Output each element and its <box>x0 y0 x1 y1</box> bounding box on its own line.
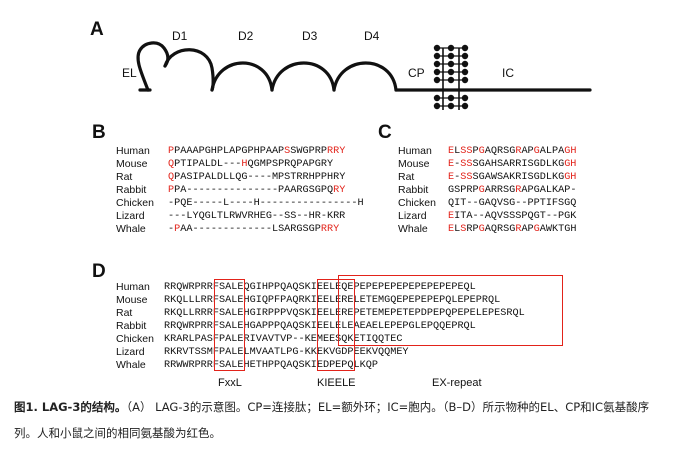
sequence-row: RRQWRPRRFSALEHGAPPPQAQSKIEELELEAEAELEPEP… <box>164 321 476 332</box>
sequence-row: KRARLPASFPALERIVAVTVP--KEMEESQKETIQQTEC <box>164 334 403 345</box>
caption-title: 图1. LAG-3的结构。 <box>14 400 127 414</box>
species-label: Whale <box>398 223 428 235</box>
species-label: Whale <box>116 359 146 371</box>
species-label: Human <box>116 145 150 157</box>
panel-d-letter: D <box>92 261 106 282</box>
species-label: Mouse <box>116 294 148 306</box>
species-label: Chicken <box>116 197 154 209</box>
sequence-row: QPASIPALDLLQG----MPSTRRHPPHRY <box>168 172 346 183</box>
sequence-row: RKRVTSSMFPALELMVAATLPG-KKEKVGDPEEKVQQMEY <box>164 347 409 358</box>
sequence-row: RRQWRPRRFSALEQGIHPPQAQSKIEELEQEPEPEPEPEP… <box>164 282 476 293</box>
sequence-row: RKQLLLRRFSALEHGIQPFPAQRKIEELERELETEMGQEP… <box>164 295 501 306</box>
sequence-row: E-SSSGAWSAKRISGDLKGGH <box>448 172 577 183</box>
sequence-row: PPA---------------PAARGSGPQRY <box>168 185 346 196</box>
lag3-schematic-diagram <box>136 41 592 110</box>
sequence-row: ---LYQGLTLRWVRHEG--SS--HR-KRR <box>168 211 346 222</box>
species-label: Lizard <box>398 210 427 222</box>
species-label: Rat <box>116 307 133 319</box>
species-label: Chicken <box>116 333 154 345</box>
species-label: Lizard <box>116 210 145 222</box>
panel-b-letter: B <box>92 122 106 143</box>
motif-label-exrepeat: EX-repeat <box>432 377 482 389</box>
species-label: Rabbit <box>398 184 429 196</box>
kieele-motif-box <box>317 279 355 371</box>
species-label: Rat <box>116 171 133 183</box>
sequence-row: RRWWRPRRFSALEHETHPPQAQSKIEDPEPQLKQP <box>164 360 378 371</box>
species-label: Whale <box>116 223 146 235</box>
fxxl-motif-box <box>214 279 245 371</box>
sequence-row: ELSSPGAQRSGRAPGALPAGH <box>448 146 577 157</box>
membrane-lipid-bilayer <box>442 48 460 110</box>
sequence-row: EITA--AQVSSSPQGT--PGK <box>448 211 577 222</box>
species-label: Human <box>398 145 432 157</box>
ex-repeat-box <box>338 275 563 346</box>
panel-a-letter: A <box>90 19 104 40</box>
species-label: Mouse <box>116 158 148 170</box>
motif-label-fxxl: FxxL <box>218 377 242 389</box>
label-d2: D2 <box>238 29 254 43</box>
species-label: Rat <box>398 171 415 183</box>
panel-c-letter: C <box>378 122 392 143</box>
sequence-row: -PQE-----L----H----------------H <box>168 198 364 209</box>
species-label: Rabbit <box>116 184 147 196</box>
caption-text: （A） LAG-3的示意图。CP=连接肽；EL=额外环；IC=胞内。（B–D）所… <box>14 400 650 440</box>
label-d3: D3 <box>302 29 318 43</box>
motif-label-kieele: KIEELE <box>317 377 356 389</box>
figure-caption: 图1. LAG-3的结构。（A） LAG-3的示意图。CP=连接肽；EL=额外环… <box>14 394 670 446</box>
label-cp: CP <box>408 66 425 80</box>
sequence-row: E-SSSGAHSARRISGDLKGGH <box>448 159 577 170</box>
label-el: EL <box>122 66 137 80</box>
label-d1: D1 <box>172 29 188 43</box>
sequence-row: GSPRPGARRSGRAPGALKAP- <box>448 185 577 196</box>
sequence-row: ELSRPGAQRSGRAPGAWKTGH <box>448 224 577 235</box>
sequence-row: -PAA-------------LSARGSGPRRY <box>168 224 340 235</box>
species-label: Mouse <box>398 158 430 170</box>
sequence-row: QPTIPALDL---HQGMPSPRQPAPGRY <box>168 159 334 170</box>
species-label: Chicken <box>398 197 436 209</box>
sequence-row: RKQLLRRRFSALEHGIRPPPVQSKIEELEREPETEMEPET… <box>164 308 525 319</box>
species-label: Human <box>116 281 150 293</box>
species-label: Lizard <box>116 346 145 358</box>
label-ic: IC <box>502 66 514 80</box>
species-label: Rabbit <box>116 320 147 332</box>
label-d4: D4 <box>364 29 380 43</box>
sequence-row: QIT--GAQVSG--PPTIFSGQ <box>448 198 577 209</box>
sequence-row: PPAAAPGHPLAPGPHPAAPSSWGPRPRRY <box>168 146 346 157</box>
